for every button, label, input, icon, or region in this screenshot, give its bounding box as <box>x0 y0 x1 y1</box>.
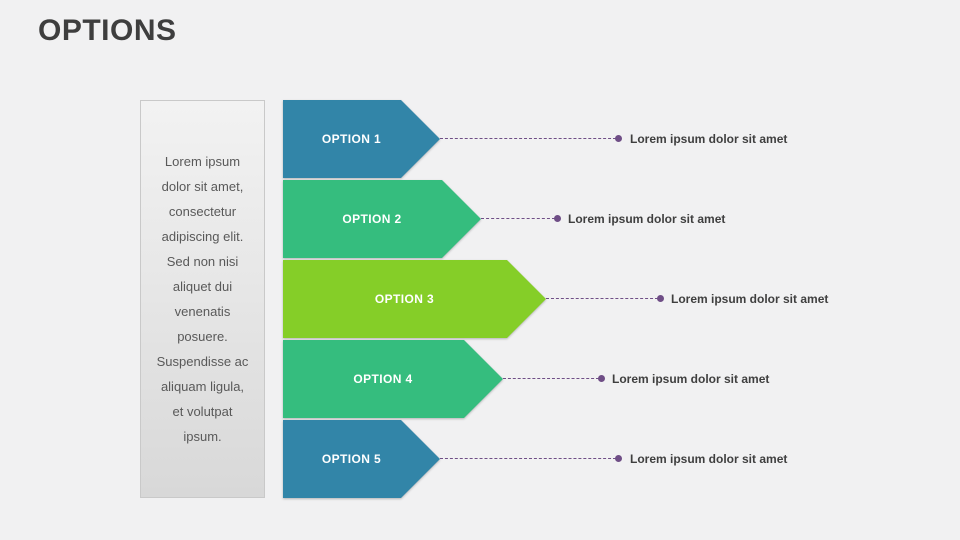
option-row-3: OPTION 3 Lorem ipsum dolor sit amet <box>283 260 960 338</box>
option-3-arrow: OPTION 3 <box>283 260 546 338</box>
option-row-2: OPTION 2 Lorem ipsum dolor sit amet <box>283 180 960 258</box>
arrow-shape: OPTION 4 <box>283 340 503 418</box>
option-1-description: Lorem ipsum dolor sit amet <box>630 132 788 146</box>
connector-line <box>440 458 616 459</box>
connector-line <box>546 298 658 299</box>
option-row-4: OPTION 4 Lorem ipsum dolor sit amet <box>283 340 960 418</box>
option-5-arrow: OPTION 5 <box>283 420 440 498</box>
option-5-label: OPTION 5 <box>321 452 382 466</box>
connector-dot-icon <box>657 295 664 302</box>
option-4-arrow: OPTION 4 <box>283 340 503 418</box>
connector-dot-icon <box>598 375 605 382</box>
arrow-shape: OPTION 1 <box>283 100 440 178</box>
intro-text-box: Lorem ipsum dolor sit amet, consectetur … <box>140 100 265 498</box>
option-3-label: OPTION 3 <box>374 292 435 306</box>
intro-text: Lorem ipsum dolor sit amet, consectetur … <box>156 154 249 444</box>
connector-line <box>440 138 616 139</box>
option-row-1: OPTION 1 Lorem ipsum dolor sit amet <box>283 100 960 178</box>
connector-dot-icon <box>615 455 622 462</box>
connector-line <box>503 378 599 379</box>
option-3-description: Lorem ipsum dolor sit amet <box>671 292 829 306</box>
connector-dot-icon <box>554 215 561 222</box>
option-1-arrow: OPTION 1 <box>283 100 440 178</box>
option-4-label: OPTION 4 <box>353 372 413 386</box>
option-2-description: Lorem ipsum dolor sit amet <box>568 212 726 226</box>
arrow-shape: OPTION 3 <box>283 260 546 338</box>
option-2-label: OPTION 2 <box>342 212 402 226</box>
connector-dot-icon <box>615 135 622 142</box>
arrow-shape: OPTION 5 <box>283 420 440 498</box>
option-2-arrow: OPTION 2 <box>283 180 481 258</box>
option-1-label: OPTION 1 <box>321 132 382 146</box>
slide-title: OPTIONS <box>38 14 177 47</box>
arrow-shape: OPTION 2 <box>283 180 481 258</box>
connector-line <box>481 218 555 219</box>
option-row-5: OPTION 5 Lorem ipsum dolor sit amet <box>283 420 960 498</box>
option-4-description: Lorem ipsum dolor sit amet <box>612 372 770 386</box>
option-5-description: Lorem ipsum dolor sit amet <box>630 452 788 466</box>
